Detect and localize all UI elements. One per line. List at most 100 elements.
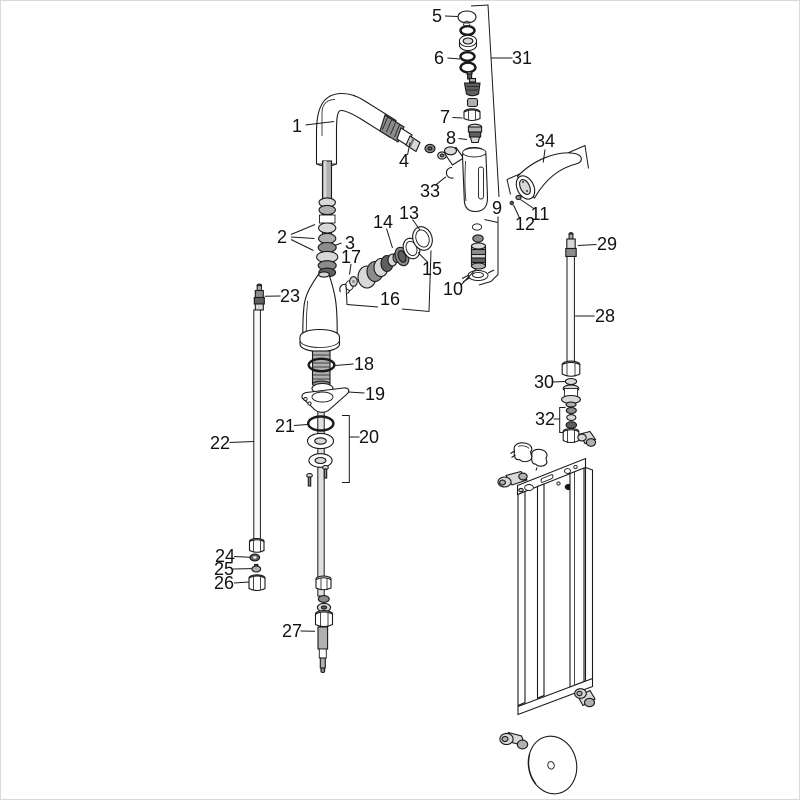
part-label-4: 4	[399, 151, 409, 171]
part-label-21: 21	[275, 416, 295, 436]
panel-bottom-bar	[517, 677, 594, 716]
cartridge-stack-group	[457, 4, 513, 198]
hose-coupler	[561, 384, 581, 408]
right-hose-group	[559, 232, 597, 447]
part-label-9: 9	[492, 198, 502, 218]
hose-22-nut	[248, 537, 265, 553]
part-label-28: 28	[595, 306, 615, 326]
mounting-panel-group	[497, 442, 596, 795]
spray-head-body	[461, 146, 489, 213]
body-base-collar	[299, 328, 341, 353]
part-label-10: 10	[443, 279, 463, 299]
group-32-bracket	[559, 407, 566, 433]
part-18-oring	[307, 357, 336, 373]
part-label-3: 3	[345, 233, 355, 253]
check-valve-stack	[461, 223, 495, 283]
part-label-25: 25	[214, 559, 234, 579]
part-label-1: 1	[292, 116, 302, 136]
part-6-oring-b	[459, 51, 476, 63]
panel-rails	[517, 466, 594, 716]
part-33-clip	[445, 166, 454, 179]
part-cartridge-body	[463, 77, 481, 97]
part-label-29: 29	[597, 234, 617, 254]
part-label-17: 17	[341, 247, 361, 267]
part-label-2: 2	[277, 227, 287, 247]
part-29-connector	[565, 232, 577, 258]
small-ring-a	[424, 143, 436, 154]
part-label-11: 11	[531, 204, 550, 224]
elbow-fitting-left	[497, 470, 528, 488]
part-13-trim-ring	[412, 226, 433, 251]
part-label-27: 27	[282, 621, 302, 641]
part-11-screw	[515, 194, 522, 201]
part-label-22: 22	[210, 433, 230, 453]
part-6-oring-a	[459, 25, 476, 37]
part-2-rings	[316, 197, 339, 278]
part-label-34: 34	[535, 131, 555, 151]
hose-nut-upper	[315, 575, 332, 591]
part-34-lever	[515, 152, 582, 200]
group-16-bracket	[345, 250, 432, 313]
part-26-nut	[248, 574, 266, 592]
spray-head-group	[443, 146, 499, 286]
hose-clip-left	[510, 442, 533, 463]
handle-group	[506, 144, 589, 206]
part-label-20: 20	[359, 427, 379, 447]
hose-weight-disc	[527, 735, 578, 795]
part-label-26: 26	[214, 573, 234, 593]
part-7-nut	[463, 108, 481, 122]
hose-clip-right	[531, 448, 548, 471]
part-label-18: 18	[354, 354, 374, 374]
leader-lines	[229, 15, 597, 632]
column-rings-group	[316, 160, 339, 278]
part-19-escutcheon	[301, 382, 350, 413]
center-hose-bottom-group	[314, 575, 334, 674]
body-shell	[302, 271, 338, 334]
mounting-screw-a	[306, 472, 313, 487]
elbow-fitting-bottom-left	[499, 731, 529, 750]
part-8-aerator	[467, 123, 483, 144]
hose-28-nut	[561, 360, 581, 377]
part-label-6: 6	[434, 48, 444, 68]
part-label-31: 31	[512, 48, 532, 68]
part-24-washer	[249, 553, 261, 562]
part-label-33: 33	[420, 181, 440, 201]
part-17-clips	[339, 276, 358, 294]
part-label-15: 15	[422, 259, 442, 279]
part-label-19: 19	[365, 384, 385, 404]
part-label-16: 16	[380, 289, 400, 309]
group-20-bracket	[342, 415, 350, 483]
part-21-oring	[306, 415, 335, 432]
part-5-cap	[457, 10, 477, 27]
part-label-14: 14	[373, 212, 393, 232]
nozzle-connectors	[379, 114, 447, 160]
part-25-filter	[251, 563, 262, 573]
part-label-5: 5	[432, 6, 442, 26]
mounting-screw-b	[322, 464, 329, 479]
elbow-fitting-top	[577, 430, 597, 447]
part-32-seals	[565, 406, 578, 429]
part-label-8: 8	[446, 128, 456, 148]
spray-head-inlet	[443, 146, 465, 166]
group-9-bracket	[478, 216, 499, 286]
part-label-13: 13	[399, 203, 419, 223]
part-27-pullout-hose-end	[317, 626, 329, 674]
elbow-fitting-bottom-right	[574, 688, 596, 708]
part-square-seal	[466, 97, 479, 108]
part-label-24: 24	[215, 546, 235, 566]
small-screw	[466, 71, 473, 80]
part-label-23: 23	[280, 286, 300, 306]
spacer-ring	[317, 595, 330, 603]
hose-nut-lower	[314, 610, 334, 628]
group-31-leader-line	[470, 4, 500, 198]
part-22-hose	[253, 309, 261, 541]
part-28-hose	[566, 256, 575, 364]
part-label-30: 30	[534, 372, 554, 392]
part-32-nut	[562, 427, 580, 444]
part-label-12: 12	[515, 214, 535, 234]
part-20-washers	[306, 432, 335, 487]
diverter-group	[339, 226, 433, 313]
part-12-screw	[509, 200, 514, 206]
